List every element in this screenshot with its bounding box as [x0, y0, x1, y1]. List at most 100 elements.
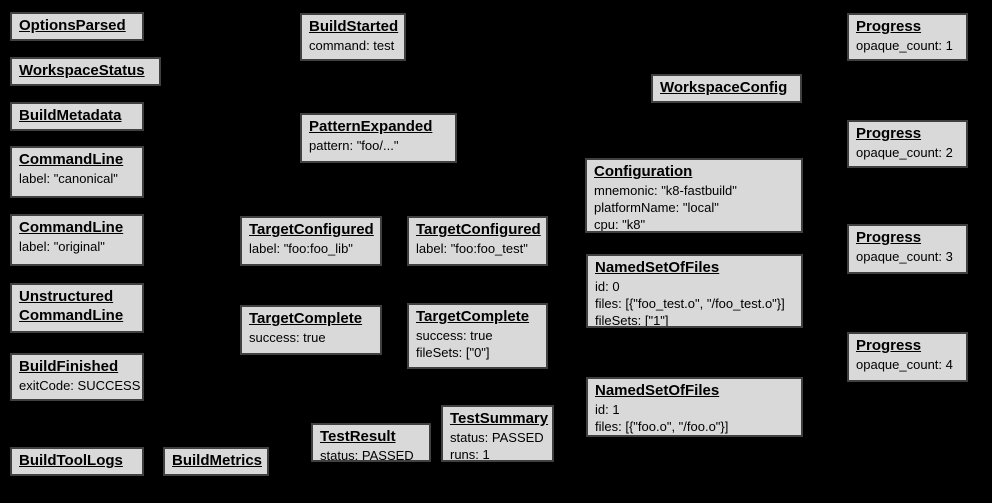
event-node-configuration: Configuration mnemonic: "k8-fastbuild"pl… [585, 158, 803, 233]
event-node-field: label: "foo:foo_lib" [249, 240, 353, 256]
event-node-title: TargetComplete [249, 310, 373, 329]
event-node-title: TargetComplete [249, 310, 363, 327]
event-node-title: BuildMetrics [172, 452, 262, 471]
event-node-title: CommandLine [19, 151, 135, 170]
event-node-title: TestSummary [450, 410, 549, 427]
event-node-title: TargetConfigured [416, 221, 541, 240]
event-node-title: WorkspaceConfig [660, 79, 788, 96]
event-node-title: TargetComplete [416, 308, 539, 327]
event-node-title: TestSummary [450, 410, 549, 429]
event-node-field: fileSets: ["1"] [595, 313, 669, 328]
event-node-title: Configuration [594, 163, 693, 180]
event-node-target-complete-lib: TargetComplete success: true [240, 305, 382, 355]
event-node-title: TargetConfigured [249, 221, 374, 240]
event-node-field: command: test [309, 37, 395, 53]
event-node-title: BuildMetadata [19, 107, 135, 126]
event-node-field: id: 1 [595, 401, 620, 417]
event-node-title: NamedSetOfFiles [595, 382, 720, 399]
event-node-title: Progress [856, 337, 959, 356]
event-node-field: pattern: "foo/..." [309, 137, 399, 153]
event-node-build-metadata: BuildMetadata [10, 102, 144, 131]
event-node-title: WorkspaceStatus [19, 62, 145, 79]
event-node-title: CommandLine [19, 151, 124, 168]
event-node-title: Progress [856, 229, 922, 246]
event-node-title: BuildMetadata [19, 107, 122, 124]
event-node-title: NamedSetOfFiles [595, 259, 720, 276]
event-node-fields: label: "canonical" [19, 170, 135, 187]
event-node-field: files: [{"foo_test.o", "/foo_test.o"}] [595, 295, 785, 311]
event-node-field: cpu: "k8" [594, 217, 646, 233]
event-node-fields: opaque_count: 4 [856, 356, 959, 373]
event-node-fields: opaque_count: 1 [856, 37, 959, 54]
event-node-field: label: "canonical" [19, 170, 118, 186]
event-node-fields: success: true [249, 329, 373, 346]
event-node-title: CommandLine [19, 219, 135, 238]
event-node-test-result: TestResult status: PASSED [311, 423, 431, 462]
event-node-pattern-expanded: PatternExpanded pattern: "foo/..." [300, 113, 457, 163]
event-node-title: CommandLine [19, 219, 124, 236]
event-node-field: success: true [416, 327, 493, 343]
event-node-title: NamedSetOfFiles [595, 259, 794, 278]
event-node-build-metrics: BuildMetrics [163, 447, 269, 476]
event-node-field: fileSets: ["0"] [416, 344, 490, 360]
event-node-title: BuildToolLogs [19, 452, 123, 469]
event-node-title: OptionsParsed [19, 17, 126, 34]
event-node-title: Unstructured [19, 288, 114, 305]
event-node-title: WorkspaceStatus [19, 62, 152, 81]
event-node-progress-4: Progress opaque_count: 4 [847, 332, 968, 382]
event-node-field: runs: 1 [450, 446, 490, 462]
event-node-title: BuildStarted [309, 18, 399, 35]
event-node-options-parsed: OptionsParsed [10, 12, 144, 41]
event-node-fields: label: "foo:foo_lib" [249, 240, 373, 257]
event-node-build-tool-logs: BuildToolLogs [10, 447, 144, 476]
event-node-field: exitCode: SUCCESS [19, 377, 141, 393]
event-node-workspace-status: WorkspaceStatus [10, 57, 161, 86]
event-node-field: status: PASSED [450, 429, 544, 445]
event-node-fields: status: PASSED [320, 447, 422, 460]
event-node-build-started: BuildStarted command: test [300, 13, 406, 61]
event-node-title: TargetComplete [416, 308, 530, 325]
event-node-title: Progress [856, 18, 959, 37]
event-node-title: PatternExpanded [309, 118, 433, 135]
event-node-progress-3: Progress opaque_count: 3 [847, 224, 968, 274]
event-node-title: WorkspaceConfig [660, 79, 793, 98]
event-node-workspace-config: WorkspaceConfig [651, 74, 802, 103]
event-node-field: opaque_count: 2 [856, 144, 953, 160]
event-node-command-line-original: CommandLine label: "original" [10, 214, 144, 266]
event-node-title: Progress [856, 337, 922, 354]
event-node-progress-2: Progress opaque_count: 2 [847, 120, 968, 168]
event-node-field: id: 0 [595, 278, 620, 294]
event-node-title: PatternExpanded [309, 118, 448, 137]
event-node-field: opaque_count: 3 [856, 248, 953, 264]
event-node-title: Progress [856, 229, 959, 248]
event-node-title: BuildToolLogs [19, 452, 135, 471]
event-node-title: Configuration [594, 163, 794, 182]
event-node-title: BuildFinished [19, 358, 119, 375]
event-node-title: Progress [856, 125, 959, 144]
event-node-field: platformName: "local" [594, 199, 719, 215]
event-node-title: BuildStarted [309, 18, 399, 37]
event-node-target-configured-test: TargetConfigured label: "foo:foo_test" [407, 216, 548, 266]
event-node-field: label: "foo:foo_test" [416, 240, 528, 256]
event-node-title: Progress [856, 125, 922, 142]
event-node-fields: exitCode: SUCCESS [19, 377, 141, 394]
event-node-title: CommandLine [19, 306, 124, 324]
event-node-title: Progress [856, 18, 922, 35]
event-node-field: opaque_count: 1 [856, 37, 953, 53]
event-node-fields: label: "foo:foo_test" [416, 240, 539, 257]
event-node-fields: command: test [309, 37, 397, 54]
event-node-title: TargetConfigured [249, 221, 374, 238]
event-node-title: OptionsParsed [19, 17, 135, 36]
event-node-fields: label: "original" [19, 238, 135, 255]
event-node-title: BuildFinished [19, 358, 135, 377]
event-node-fields: opaque_count: 2 [856, 144, 959, 161]
event-node-title: NamedSetOfFiles [595, 382, 794, 401]
